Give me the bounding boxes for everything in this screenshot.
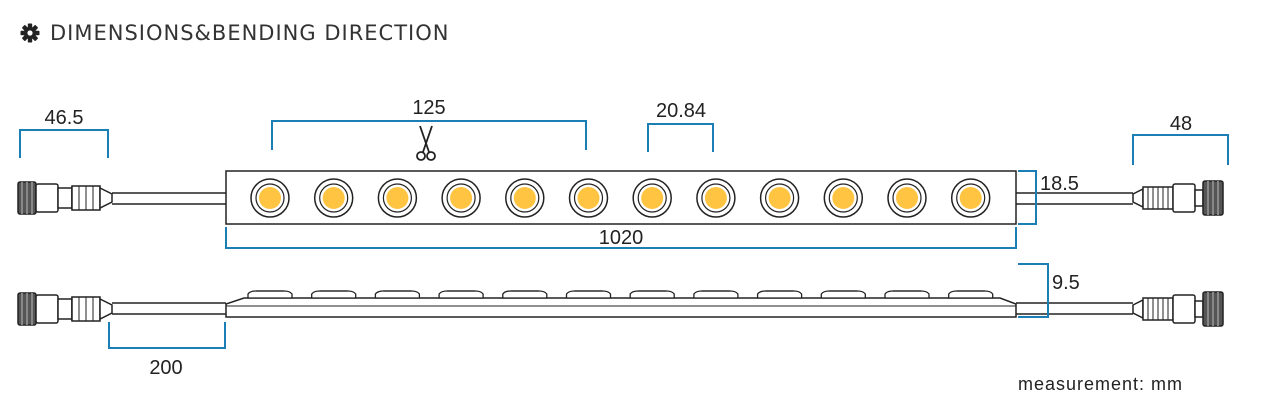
- dim-label-18-5: 18.5: [1040, 173, 1079, 195]
- top-strip-body: [225, 170, 1017, 225]
- led-chip-side: [247, 290, 293, 299]
- led-chip-side: [756, 290, 803, 299]
- dim-label-125: 125: [412, 97, 445, 119]
- top-connector-left: [17, 181, 113, 215]
- dim-label-48: 48: [1170, 113, 1192, 135]
- led-chip-side: [565, 290, 612, 299]
- led-chip-side: [374, 290, 421, 299]
- side-cable-left: [112, 302, 226, 315]
- led-chip-side: [311, 290, 357, 299]
- dim-connector-right-top: 48: [1132, 113, 1229, 165]
- dim-led-pitch: 20.84: [647, 100, 714, 152]
- led-chip-side: [438, 290, 484, 299]
- dim-connector-left-top: 46.5: [19, 107, 109, 158]
- dim-label-200: 200: [149, 357, 182, 379]
- led-chip: [568, 178, 609, 218]
- section-header: DIMENSIONS&BENDING DIRECTION: [20, 18, 449, 48]
- dim-cut-length: 125: [271, 97, 587, 150]
- section-title: DIMENSIONS&BENDING DIRECTION: [50, 21, 450, 45]
- dim-cable-length: 200: [108, 322, 226, 379]
- led-chip-side: [502, 290, 548, 299]
- led-chip: [313, 178, 354, 218]
- gear-icon: [20, 23, 40, 43]
- dim-label-9-5: 9.5: [1052, 272, 1080, 294]
- top-connector-right: [1132, 180, 1224, 216]
- led-chip: [377, 178, 418, 218]
- side-strip-body: [225, 297, 1017, 318]
- led-chip-side: [884, 290, 930, 299]
- led-chip-side: [629, 290, 675, 299]
- dim-strip-height: 18.5: [1018, 170, 1079, 225]
- led-chip-side: [693, 290, 739, 299]
- led-chip: [887, 178, 927, 218]
- dim-label-46-5: 46.5: [45, 107, 84, 129]
- dim-label-1020: 1020: [599, 227, 644, 249]
- led-chip-side: [820, 290, 866, 299]
- dim-strip-length: 1020: [225, 227, 1017, 249]
- led-chip: [441, 178, 481, 218]
- side-cable-right: [1016, 302, 1133, 315]
- led-chip: [759, 178, 800, 218]
- led-chip: [696, 178, 736, 218]
- led-chip: [950, 178, 991, 218]
- led-chip-side: [948, 290, 994, 299]
- led-chip: [505, 178, 545, 218]
- side-connector-left: [17, 292, 113, 326]
- led-row-side: [247, 290, 994, 299]
- led-row-top: [250, 178, 991, 218]
- side-connector-right: [1132, 291, 1224, 327]
- measurement-note: measurement: mm: [1018, 374, 1183, 394]
- led-chip: [632, 178, 672, 218]
- dim-strip-thickness: 9.5: [1018, 263, 1080, 318]
- top-cable-left: [112, 192, 226, 205]
- led-chip: [250, 178, 290, 218]
- scissors-icon: [416, 125, 436, 161]
- led-chip: [823, 178, 864, 218]
- dim-label-20-84: 20.84: [656, 100, 706, 122]
